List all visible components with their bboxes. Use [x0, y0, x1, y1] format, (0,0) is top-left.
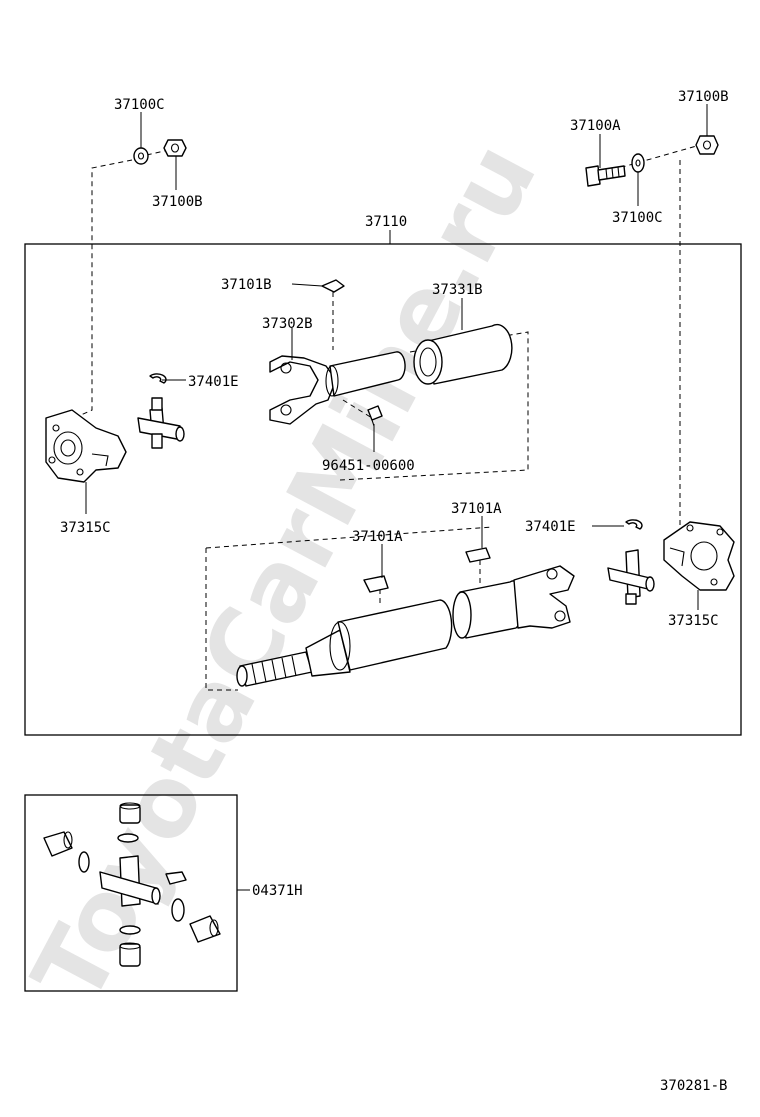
propeller-shaft-tube[interactable]	[236, 565, 575, 687]
nut-37100B-left[interactable]	[163, 139, 187, 157]
label-37100B-left: 37100B	[152, 194, 203, 210]
label-37315C-left: 37315C	[60, 520, 111, 536]
label-37401E-right: 37401E	[525, 519, 576, 535]
flange-yoke-37315C-left[interactable]	[45, 409, 127, 483]
leader-lines	[85, 104, 708, 891]
label-37110: 37110	[365, 214, 407, 230]
label-96451-00600: 96451-00600	[322, 458, 415, 474]
label-37315C-right: 37315C	[668, 613, 719, 629]
washer-37100C-left[interactable]	[133, 147, 149, 165]
diagram-code: 370281-B	[660, 1078, 727, 1094]
washer-37100C-right[interactable]	[631, 153, 645, 173]
label-37331B: 37331B	[432, 282, 483, 298]
bolt-37100A[interactable]	[585, 165, 626, 187]
spider-right[interactable]	[607, 549, 655, 605]
label-37101B: 37101B	[221, 277, 272, 293]
nut-37100B-right[interactable]	[695, 135, 719, 155]
label-37100C-top: 37100C	[114, 97, 165, 113]
spider-kit[interactable]	[99, 855, 161, 907]
label-37100C-right: 37100C	[612, 210, 663, 226]
grease-fitting-kit[interactable]	[165, 871, 187, 885]
label-37100B-right: 37100B	[678, 89, 729, 105]
balance-weight-37101A-mid[interactable]	[363, 575, 389, 593]
snap-ring-37401E-right[interactable]	[625, 519, 643, 530]
bearing-cup-right[interactable]	[189, 915, 221, 943]
label-37101A-mid: 37101A	[352, 529, 403, 545]
snap-ring-kit-left[interactable]	[78, 851, 90, 873]
balance-weight-37101A-right[interactable]	[465, 547, 491, 563]
balance-weight-37101B[interactable]	[321, 279, 345, 293]
flange-yoke-37315C-right[interactable]	[663, 521, 735, 591]
assembly-frame-37110	[24, 243, 742, 736]
bearing-cup-bottom[interactable]	[119, 942, 141, 967]
snap-ring-kit-right[interactable]	[171, 898, 185, 922]
label-04371H: 04371H	[252, 883, 303, 899]
snap-ring-kit-bottom[interactable]	[119, 925, 141, 935]
label-37100A: 37100A	[570, 118, 621, 134]
label-37401E-left: 37401E	[188, 374, 239, 390]
spider-left[interactable]	[137, 397, 185, 449]
snap-ring-kit-top[interactable]	[117, 833, 139, 843]
label-37101A-right: 37101A	[451, 501, 502, 517]
bearing-cup-left[interactable]	[43, 831, 73, 857]
bearing-cup-top[interactable]	[119, 802, 141, 824]
snap-ring-37401E-left[interactable]	[149, 373, 167, 384]
kit-frame-04371H	[24, 794, 238, 992]
dust-cover-37331B[interactable]	[413, 323, 513, 385]
label-37302B: 37302B	[262, 316, 313, 332]
sleeve-yoke-37302B[interactable]	[269, 351, 406, 425]
